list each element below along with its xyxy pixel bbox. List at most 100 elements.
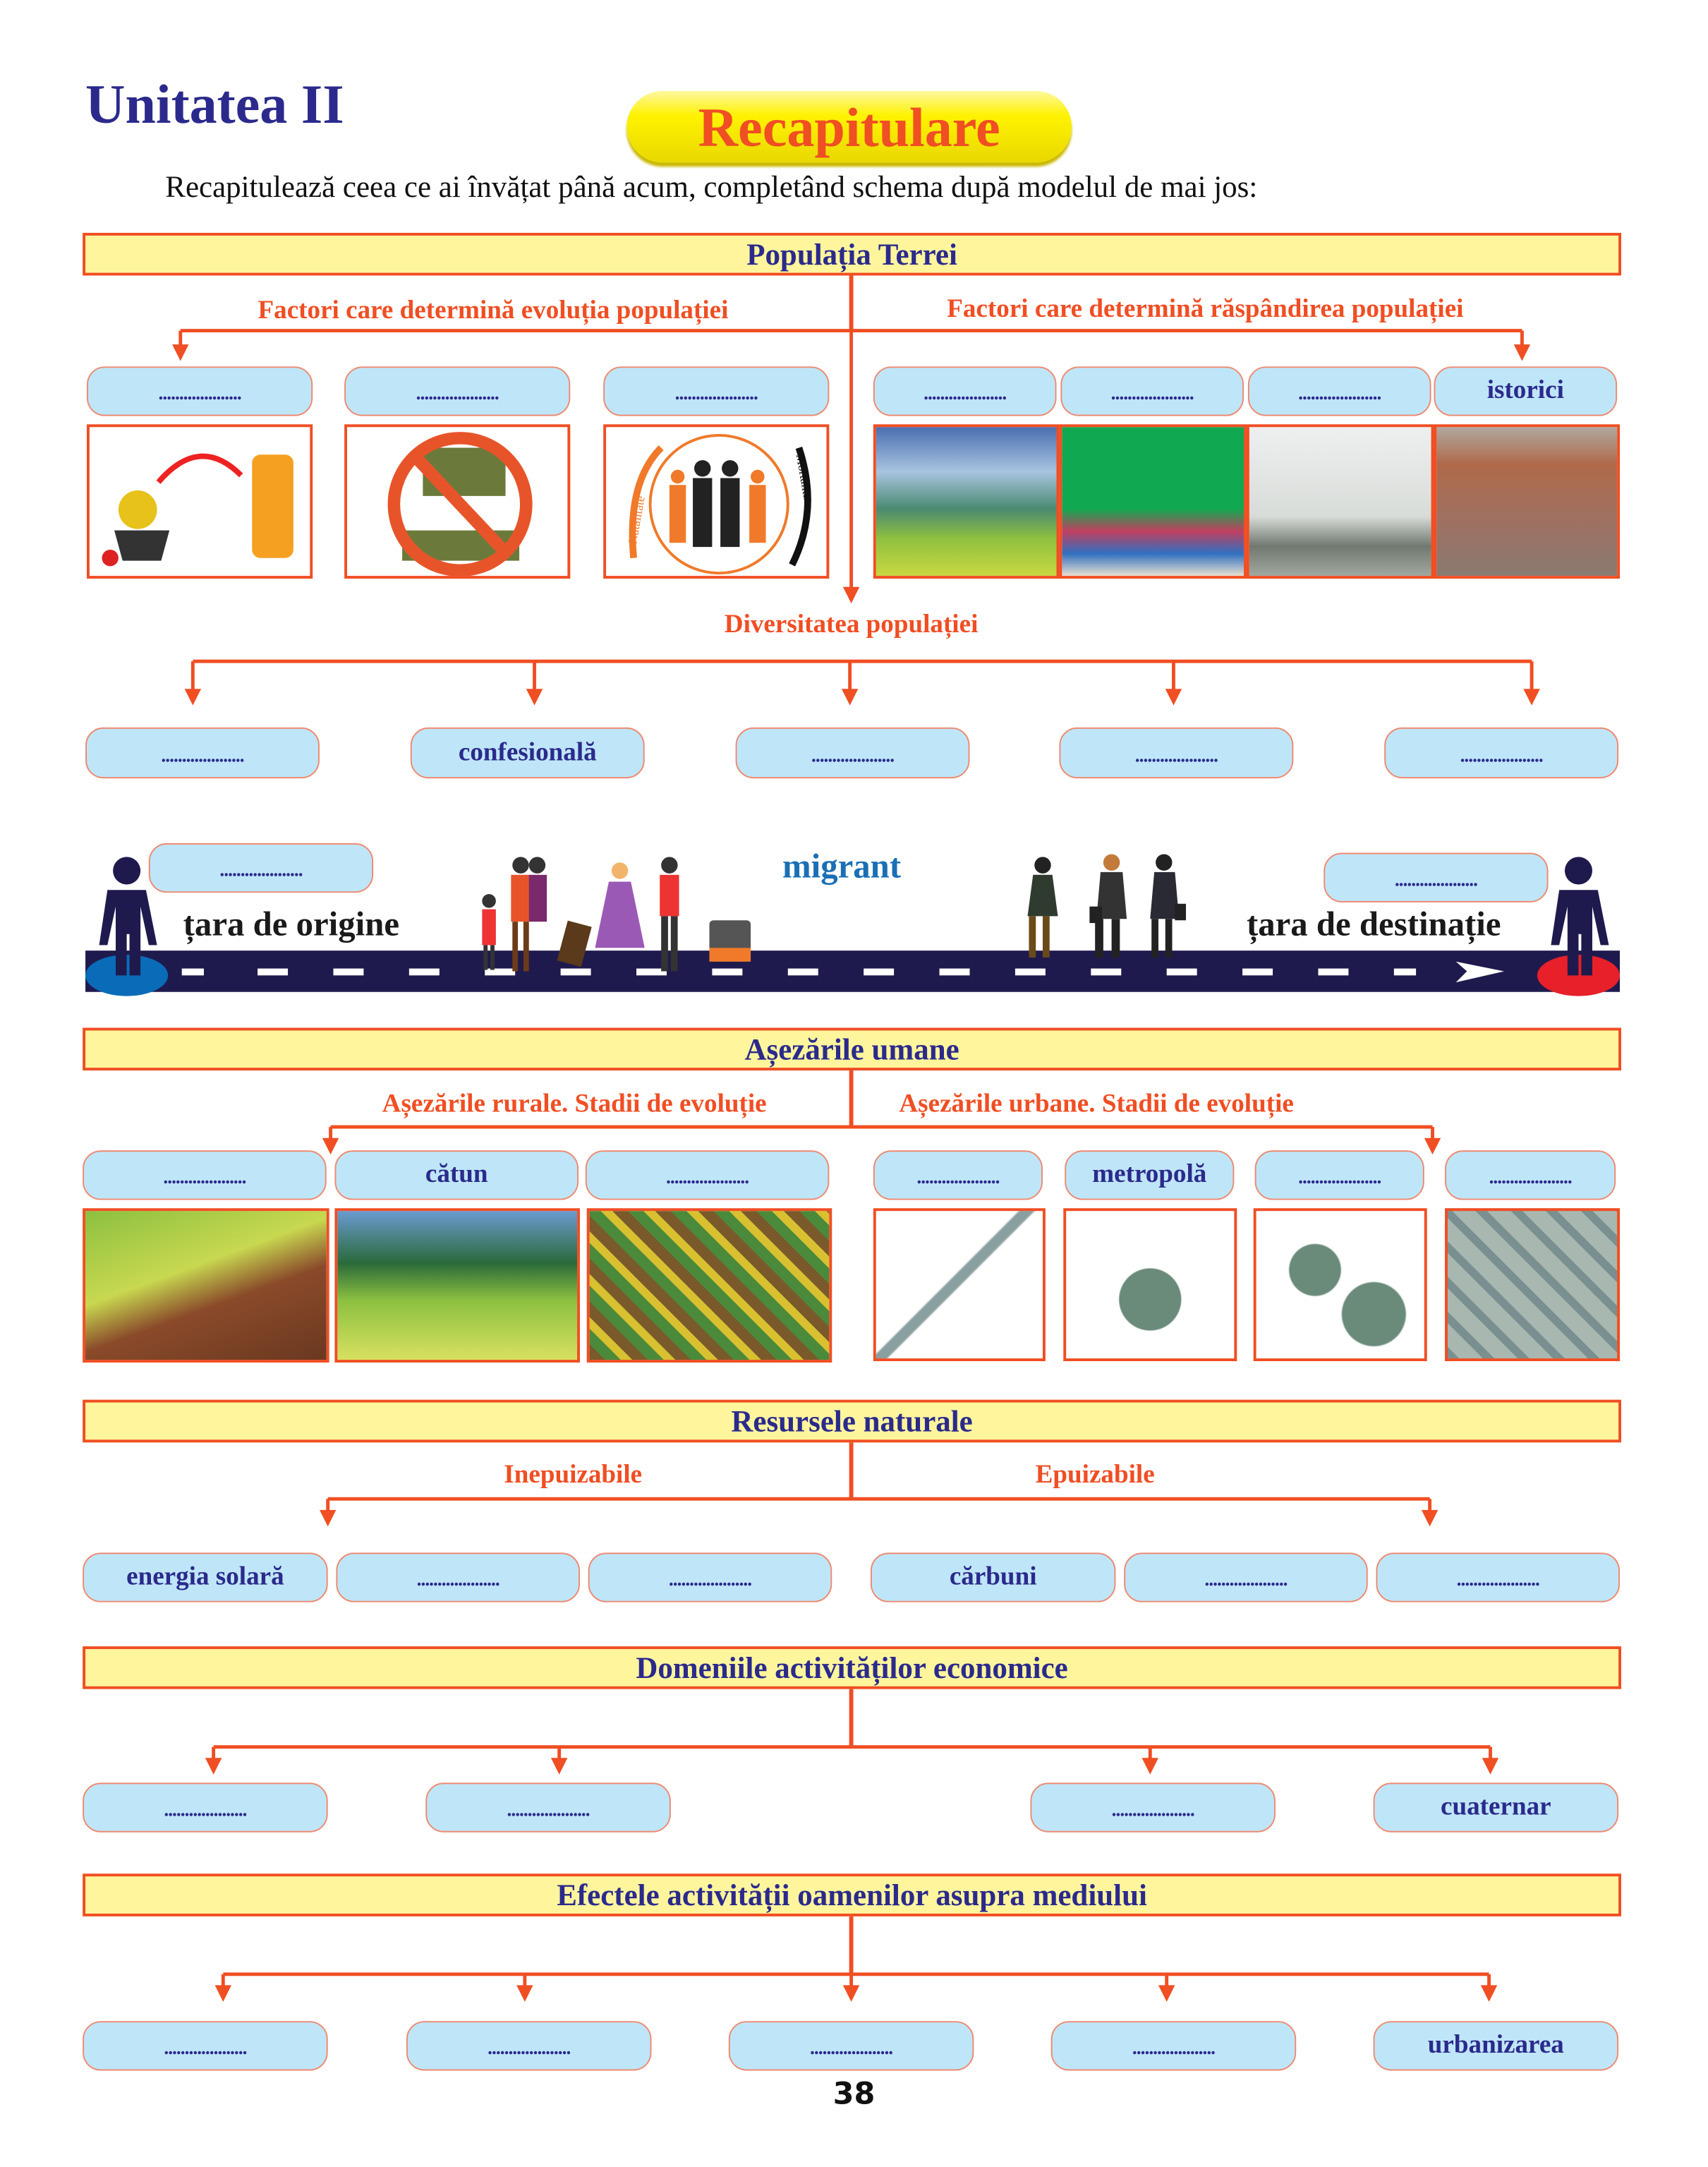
economic-sector-box[interactable]: .................... <box>1030 1782 1276 1833</box>
environment-effect-box[interactable]: urbanizarea <box>1373 2021 1619 2071</box>
origin-person-icon <box>85 857 169 996</box>
title-badge: Recapitulare <box>626 90 1072 163</box>
unit-title: Unitatea II <box>85 73 344 135</box>
arrow-down-icon <box>319 1509 337 1527</box>
section-bar-effects: Efectele activității oamenilor asupra me… <box>83 1873 1621 1917</box>
origin-answer-box[interactable]: .................... <box>148 843 374 893</box>
mountain-landscape-image <box>873 424 1060 579</box>
megalopolis-image <box>1253 1208 1427 1361</box>
road-dash <box>181 968 204 976</box>
arrow-down-icon <box>1158 1985 1175 2002</box>
arrow-down-icon <box>550 1758 568 1775</box>
economic-sector-box[interactable]: cuaternar <box>1373 1782 1619 1833</box>
environment-effect-box[interactable]: .................... <box>406 2021 652 2071</box>
heading-diversity: Diversitatea populației <box>724 610 979 639</box>
settlement-stage-box[interactable]: .................... <box>873 1150 1043 1200</box>
road-dash <box>1091 968 1122 976</box>
diversity-box[interactable]: confesională <box>410 727 645 779</box>
population-factor-box[interactable]: .................... <box>873 366 1057 416</box>
road-dash <box>1318 968 1349 976</box>
migrant-workers-illustration <box>1027 854 1187 958</box>
arrow-down-icon <box>1424 1137 1441 1155</box>
arrow-down-icon <box>172 344 189 361</box>
diversity-box[interactable]: .................... <box>1384 727 1619 779</box>
settlement-stage-box[interactable]: metropolă <box>1065 1150 1235 1200</box>
cyclists-image <box>1246 424 1434 579</box>
arrow-down-icon <box>842 586 860 604</box>
settlement-stage-box[interactable]: .................... <box>1254 1150 1424 1200</box>
arrow-down-icon <box>1482 1758 1499 1775</box>
arrow-down-icon <box>1480 1985 1498 2002</box>
arrow-down-icon <box>1523 689 1540 706</box>
road-dash <box>864 968 895 976</box>
road-dash <box>485 968 516 976</box>
heading-urban: Așezările urbane. Stadii de evoluție <box>899 1089 1294 1119</box>
economic-sector-box[interactable]: .................... <box>83 1782 328 1833</box>
origin-country-label: țara de origine <box>183 906 400 944</box>
section-bar-resources: Resursele naturale <box>83 1399 1621 1443</box>
arrow-down-icon <box>214 1985 232 2002</box>
resource-box[interactable]: energia solară <box>83 1552 328 1602</box>
heading-rural: Așezările rurale. Stadii de evoluție <box>382 1089 767 1119</box>
no-war-image <box>344 424 571 579</box>
population-factor-box[interactable]: .................... <box>87 366 313 416</box>
economic-sector-box[interactable]: .................... <box>425 1782 671 1833</box>
population-factor-box[interactable]: .................... <box>1247 366 1431 416</box>
page-number: 38 <box>832 2077 876 2113</box>
resource-box[interactable]: cărbuni <box>870 1552 1116 1602</box>
section-bar-economy: Domeniile activităților economice <box>83 1646 1621 1689</box>
settlement-stage-box[interactable]: cătun <box>334 1150 579 1200</box>
arrow-right-icon <box>1455 961 1505 983</box>
diversity-box[interactable]: .................... <box>735 727 970 779</box>
resource-box[interactable]: .................... <box>336 1552 580 1602</box>
road-dash <box>560 968 591 976</box>
section-bar-population: Populația Terrei <box>83 232 1621 276</box>
urban-network-image <box>1445 1208 1621 1361</box>
resource-box[interactable]: .................... <box>588 1552 832 1602</box>
population-factor-box[interactable]: .................... <box>603 366 830 416</box>
section-bar-settlements: Așezările umane <box>83 1027 1621 1071</box>
arrow-down-icon <box>1141 1758 1158 1775</box>
world-map-crowd-image <box>1059 424 1247 579</box>
population-factor-box[interactable]: istorici <box>1434 366 1618 416</box>
migration-road <box>85 950 1621 992</box>
diversity-box[interactable]: .................... <box>85 727 320 779</box>
destination-answer-box[interactable]: .................... <box>1324 852 1549 903</box>
metropolis-image <box>1063 1208 1237 1361</box>
population-factor-box[interactable]: .................... <box>1060 366 1244 416</box>
village-aerial-image <box>586 1208 832 1363</box>
destination-person-icon <box>1537 857 1621 996</box>
instruction-text: Recapitulează ceea ce ai învățat până ac… <box>165 169 1258 204</box>
settlement-stage-box[interactable]: .................... <box>83 1150 327 1200</box>
arrow-down-icon <box>322 1137 339 1155</box>
page-title: Recapitulare <box>698 95 1000 158</box>
road-dash <box>636 968 667 976</box>
resource-box[interactable]: .................... <box>1376 1552 1621 1602</box>
settlement-stage-box[interactable]: .................... <box>585 1150 830 1200</box>
medicine-image <box>87 424 313 579</box>
road-dash <box>1014 968 1046 976</box>
migrant-label: migrant <box>782 848 902 886</box>
environment-effect-box[interactable]: .................... <box>728 2021 974 2071</box>
arrow-down-icon <box>841 689 859 706</box>
heading-exhaustible: Epuizabile <box>1035 1460 1155 1490</box>
road-dash <box>939 968 970 976</box>
arrow-down-icon <box>184 689 202 706</box>
diversity-box[interactable]: .................... <box>1059 727 1294 779</box>
resource-box[interactable]: .................... <box>1124 1552 1368 1602</box>
heading-inexhaustible: Inepuizabile <box>504 1460 643 1490</box>
settlement-stage-box[interactable]: .................... <box>1445 1150 1616 1200</box>
destination-country-label: țara de destinație <box>1246 906 1501 944</box>
arrow-down-icon <box>516 1985 533 2002</box>
road-dash <box>1393 968 1417 976</box>
environment-effect-box[interactable]: .................... <box>83 2021 328 2071</box>
road-dash <box>333 968 364 976</box>
population-factor-box[interactable]: .................... <box>344 366 571 416</box>
arrow-down-icon <box>1421 1509 1439 1527</box>
arrow-down-icon <box>842 1985 860 2002</box>
environment-effect-box[interactable]: .................... <box>1050 2021 1297 2071</box>
road-dashes <box>181 961 1505 983</box>
